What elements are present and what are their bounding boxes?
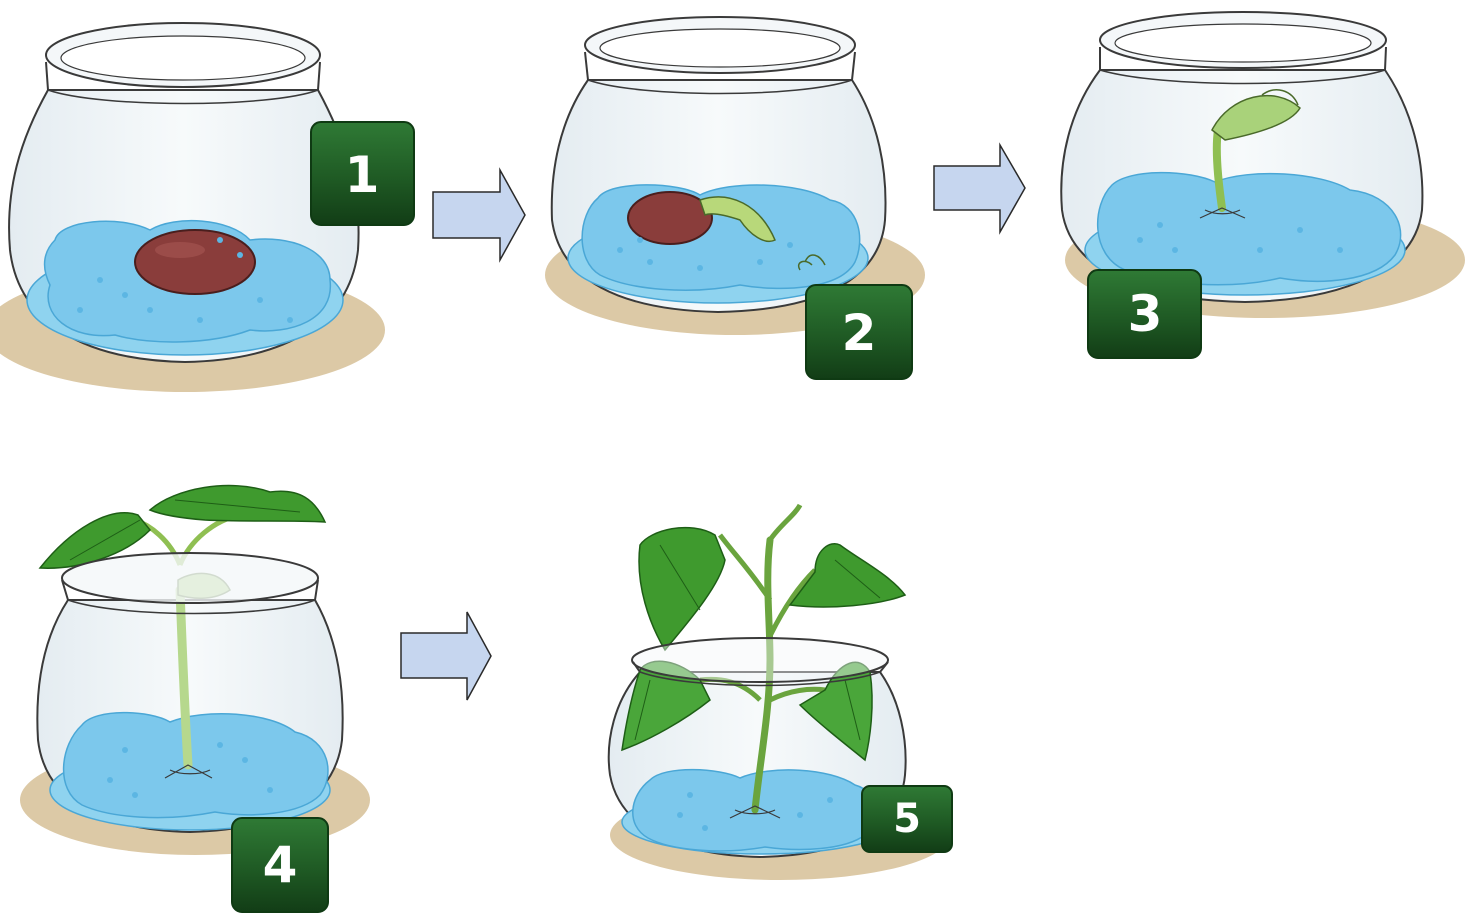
stage-2-label: 2 bbox=[842, 304, 877, 362]
stage-1: 1 bbox=[0, 23, 414, 392]
arrow-right-icon bbox=[934, 145, 1025, 232]
stage-4: 4 bbox=[20, 486, 370, 912]
jar-rim bbox=[62, 553, 318, 603]
jar-4 bbox=[20, 486, 370, 855]
stage-4-badge: 4 bbox=[232, 818, 328, 912]
stage-3: 3 bbox=[1061, 12, 1465, 358]
seed bbox=[135, 230, 255, 294]
stage-1-badge: 1 bbox=[311, 122, 414, 225]
stage-4-label: 4 bbox=[263, 836, 298, 894]
stage-3-label: 3 bbox=[1128, 285, 1163, 343]
arrow-right-icon bbox=[401, 612, 491, 700]
jar-rim bbox=[632, 638, 888, 682]
arrow-right-icon bbox=[433, 170, 525, 260]
cotton bbox=[64, 713, 328, 818]
stage-2: 2 bbox=[545, 17, 925, 379]
stage-5-label: 5 bbox=[893, 796, 921, 842]
stage-1-label: 1 bbox=[345, 146, 380, 204]
stage-5: 5 bbox=[609, 505, 952, 880]
stage-5-badge: 5 bbox=[862, 786, 952, 852]
stage-2-badge: 2 bbox=[806, 285, 912, 379]
stage-3-badge: 3 bbox=[1088, 270, 1201, 358]
